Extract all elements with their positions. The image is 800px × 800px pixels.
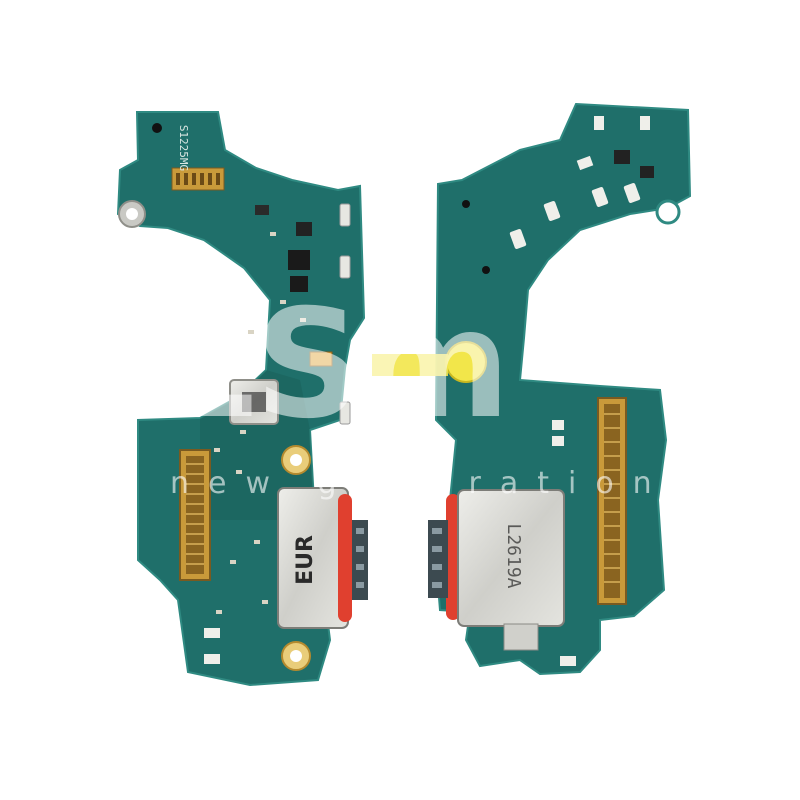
red-gasket [446,494,460,620]
chip [296,222,312,236]
red-gasket [338,494,352,622]
left-board [116,111,368,687]
watermark-tagline: new generation [170,466,671,501]
chip [288,250,310,270]
chip [290,276,308,292]
left-silk-label: S1225MG [177,125,190,171]
right-board [372,102,692,676]
watermark-logo: ESm [160,278,511,452]
left-port-label: EUR [293,535,318,585]
right-port-label: L2619A [503,523,524,588]
